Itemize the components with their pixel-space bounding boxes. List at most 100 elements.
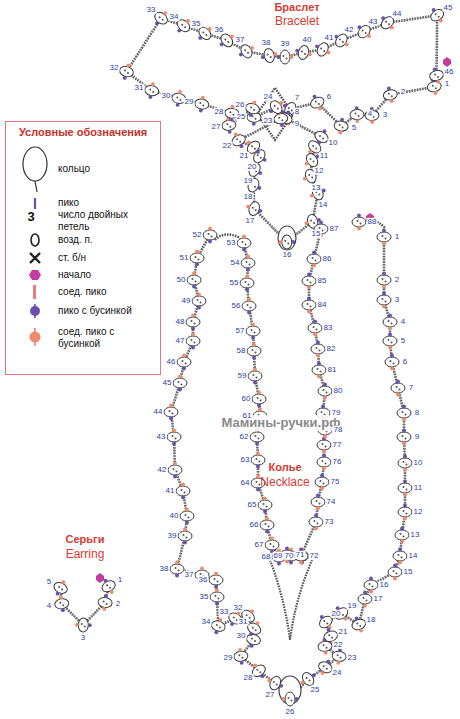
bead-picot <box>250 644 254 648</box>
ring-stitch <box>318 194 320 196</box>
joined-bead-picot <box>172 429 176 433</box>
joined-bead-picot <box>370 120 374 124</box>
bracelet-ring <box>221 119 236 131</box>
callout-number: 33 <box>146 6 157 14</box>
joined-bead-picot <box>270 537 274 541</box>
legend-entry: пико <box>58 197 79 209</box>
necklace-ring <box>311 497 325 507</box>
start-mark <box>96 573 104 583</box>
bracelet-ring <box>118 65 134 79</box>
ring-stitch <box>323 665 325 667</box>
callout-number: 29 <box>223 654 234 662</box>
ring-stitch <box>403 486 405 488</box>
legend-entry: возд. п. <box>58 234 93 246</box>
ring-stitch <box>319 135 321 137</box>
ring-stitch <box>391 323 393 325</box>
bead-picot <box>317 362 321 366</box>
bead-picot <box>123 76 127 80</box>
joined-bead-picot <box>173 462 177 466</box>
bead-picot <box>220 42 224 46</box>
bead-picot <box>307 297 311 301</box>
bead-picot <box>355 617 359 621</box>
ring-stitch <box>62 604 64 606</box>
ring-stitch <box>233 617 235 619</box>
earring-ring <box>52 580 69 595</box>
ring-stitch <box>176 96 178 98</box>
ring-stitch <box>254 640 256 642</box>
bracelet-ring <box>333 32 349 49</box>
ring-stitch <box>255 118 257 120</box>
joined-bead-picot <box>367 34 371 38</box>
legend-entry: число двойных петель <box>58 209 146 232</box>
callout-number: 40 <box>169 512 180 520</box>
bead-picot <box>191 327 195 331</box>
legend-box: Условные обозначениякольцопикочисло двой… <box>5 121 161 375</box>
chain-sample <box>31 234 39 246</box>
bead-picot <box>286 111 290 115</box>
ring-stitch <box>323 644 325 646</box>
bead-picot <box>402 429 406 433</box>
callout-number: 86 <box>322 255 333 263</box>
ring-stitch <box>402 435 404 437</box>
ring-stitch <box>362 30 364 32</box>
callout-number: 79 <box>331 409 342 417</box>
ring-stitch <box>216 624 218 626</box>
ring-stitch <box>286 58 288 60</box>
ring-stitch <box>308 174 310 176</box>
necklace-ring <box>250 432 264 442</box>
ring-stitch <box>194 342 196 344</box>
ring-stitch <box>224 38 226 40</box>
ring-stitch <box>202 31 204 33</box>
sc-sample <box>30 253 40 263</box>
bracelet-ring <box>239 43 255 60</box>
bead-picot <box>214 585 218 589</box>
bead-picot <box>88 623 92 627</box>
ring-stitch <box>229 126 231 128</box>
ring-stitch <box>382 278 384 280</box>
bead-picot <box>285 547 289 551</box>
callout-number: 34 <box>169 13 180 21</box>
bead-picot <box>323 638 327 642</box>
callout-number: 38 <box>261 39 272 47</box>
necklace-ring <box>170 564 184 574</box>
ring-stitch <box>309 680 311 682</box>
joined-bead-picot <box>247 141 251 145</box>
joined-bead-picot <box>151 82 155 86</box>
bracelet-ring <box>219 32 235 49</box>
necklace-ring <box>245 633 261 646</box>
joined-bead-picot <box>301 681 305 685</box>
ring-stitch <box>194 323 196 325</box>
joined-bead-picot <box>238 648 242 652</box>
callout-number: 68 <box>261 553 272 561</box>
ring-stitch <box>393 363 395 365</box>
ring-stitch <box>322 460 324 462</box>
necklace-ring <box>246 326 260 336</box>
joined-bead-picot <box>251 323 255 327</box>
callout-number: 22 <box>333 641 344 649</box>
ring-stitch <box>432 85 434 87</box>
ring-stitch <box>256 377 258 379</box>
joined-bead-picot <box>186 19 190 23</box>
ring-stitch <box>322 443 324 445</box>
ring-stitch <box>182 360 184 362</box>
joined-bead-picot <box>214 572 218 576</box>
necklace-ring <box>388 567 402 577</box>
bead-picot <box>402 405 406 409</box>
callout-number: 4 <box>46 602 52 610</box>
ring-stitch <box>202 105 204 107</box>
joined-bead-picot <box>182 354 186 358</box>
necklace-ring <box>203 230 217 240</box>
callout-number: 30 <box>161 92 172 100</box>
callout-number: 19 <box>243 177 254 185</box>
joined-bead-picot <box>320 487 324 491</box>
bead-picot <box>240 144 244 148</box>
callout-number: 20 <box>331 610 342 618</box>
ring-stitch <box>326 668 328 670</box>
necklace-ring <box>164 407 178 417</box>
ring-stitch <box>401 557 403 559</box>
joined-bead-picot <box>230 35 234 39</box>
ring-stitch <box>245 244 247 246</box>
callout-number: 63 <box>240 456 251 464</box>
ring-stitch <box>227 41 229 43</box>
joined-bead-picot <box>316 354 320 358</box>
